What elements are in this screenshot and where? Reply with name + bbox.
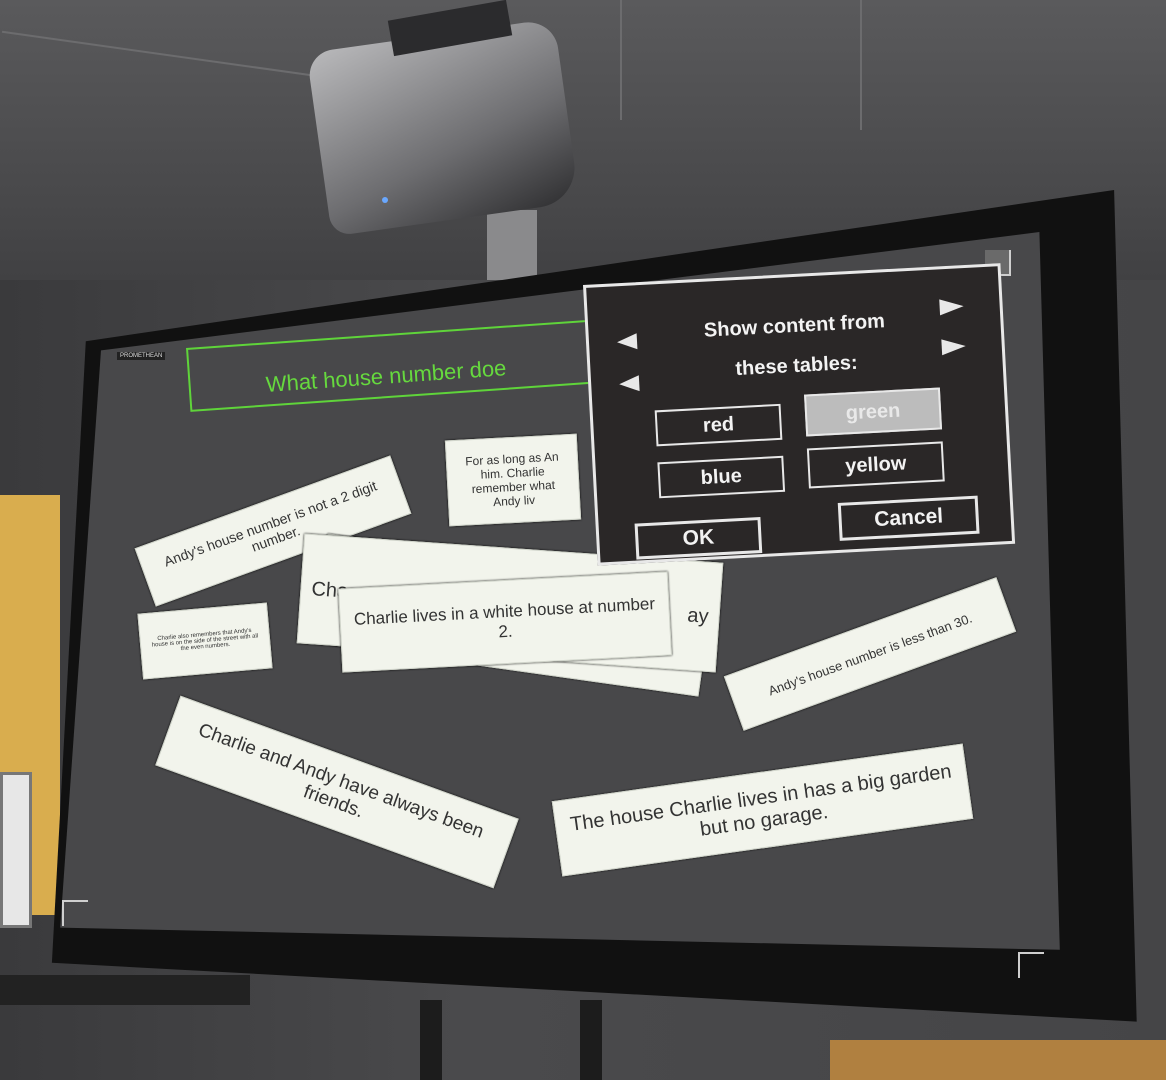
screen-corner-marker [62, 900, 88, 926]
ok-button[interactable]: OK [634, 517, 763, 560]
card-fragment: ay [686, 603, 710, 628]
stand-leg [580, 1000, 602, 1080]
side-monitor [0, 772, 32, 928]
projector [306, 18, 580, 237]
clue-card[interactable]: Charlie lives in a white house at number… [338, 571, 672, 673]
cancel-button[interactable]: Cancel [837, 495, 980, 541]
ceiling-tile-line [620, 0, 622, 120]
clue-card[interactable]: Charlie also remembers that Andy's house… [137, 602, 273, 680]
table-blue-button[interactable]: blue [657, 455, 786, 499]
ceiling-tile-line [860, 0, 862, 130]
projector-arm [487, 210, 537, 280]
table-red-button[interactable]: red [654, 403, 783, 447]
projector-led [382, 197, 388, 203]
dialog-subtitle: these tables: [734, 351, 859, 381]
screen-corner-marker [1018, 952, 1044, 978]
table-filter-dialog: Show content from these tables: red gree… [583, 263, 1016, 566]
table-yellow-button[interactable]: yellow [806, 441, 945, 489]
table-green-button[interactable]: green [804, 387, 943, 437]
clue-card[interactable]: For as long as An him. Charlie remember … [444, 433, 582, 527]
shelf [830, 1040, 1166, 1080]
stand-leg [420, 1000, 442, 1080]
brand-label: PROMETHEAN [117, 352, 166, 360]
desk [0, 975, 250, 1005]
dialog-title: Show content from [703, 310, 886, 342]
